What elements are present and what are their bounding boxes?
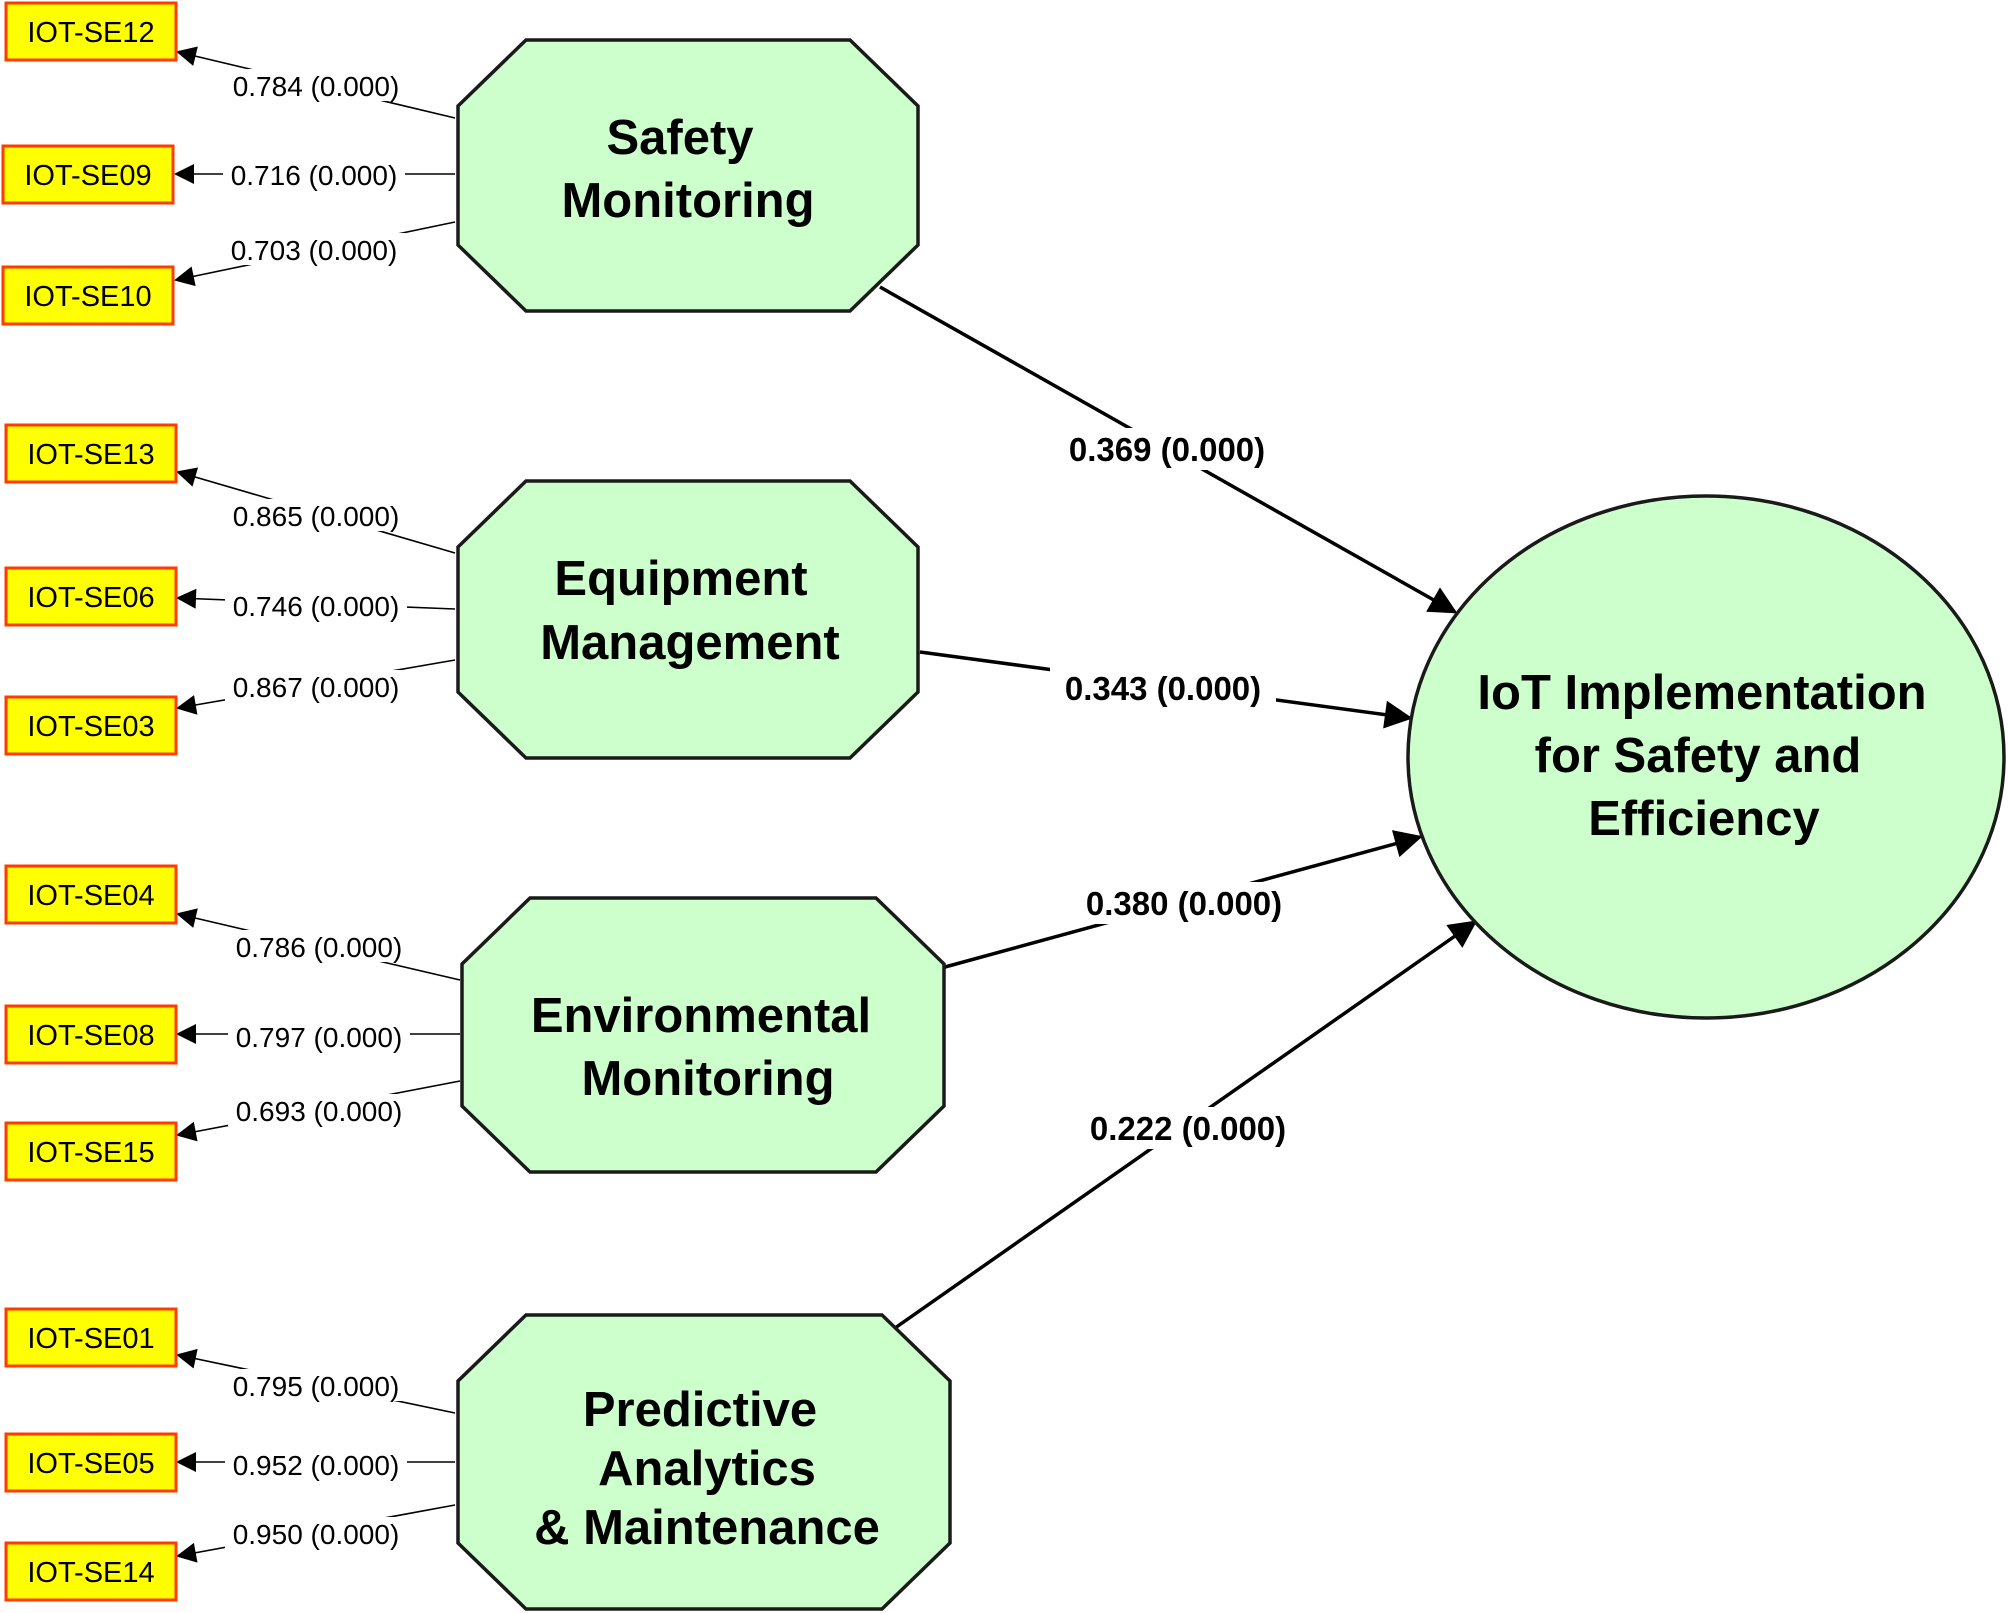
indicator-se15: IOT-SE15 <box>4 1121 178 1182</box>
indicator-se12: IOT-SE12 <box>4 1 178 62</box>
indicator-label: IOT-SE13 <box>27 439 154 471</box>
path-label-predictive: 0.222 (0.000) <box>1090 1110 1286 1147</box>
indicator-label: IOT-SE05 <box>27 1448 154 1480</box>
construct-label-line2: Management <box>540 616 840 670</box>
target-label-line3: Efficiency <box>1588 792 1819 846</box>
path-labels: 0.369 (0.000) 0.343 (0.000) 0.380 (0.000… <box>1050 428 1301 1149</box>
target-construct-iot-implementation: IoT Implementation for Safety and Effici… <box>1406 494 2006 1020</box>
indicator-se04: IOT-SE04 <box>4 864 178 925</box>
indicator-se08: IOT-SE08 <box>4 1004 178 1065</box>
construct-equipment-management: Equipment Management <box>456 479 920 760</box>
target-label-line1: IoT Implementation <box>1477 666 1926 720</box>
loading-label-se03: 0.867 (0.000) <box>233 672 400 703</box>
indicator-label: IOT-SE08 <box>27 1020 154 1052</box>
loading-label-se04: 0.786 (0.000) <box>236 932 403 963</box>
target-label-line2: for Safety and <box>1535 729 1862 783</box>
indicator-label: IOT-SE15 <box>27 1137 154 1169</box>
construct-predictive-analytics: Predictive Analytics & Maintenance <box>456 1313 952 1611</box>
loading-arrows <box>174 46 461 1563</box>
indicator-se05: IOT-SE05 <box>4 1432 178 1493</box>
indicator-label: IOT-SE04 <box>27 880 154 912</box>
loading-label-se06: 0.746 (0.000) <box>233 591 400 622</box>
construct-label-line1: Environmental <box>531 989 871 1043</box>
indicators: IOT-SE12 IOT-SE09 IOT-SE10 IOT-SE13 IOT-… <box>1 1 178 1602</box>
indicator-label: IOT-SE09 <box>24 160 151 192</box>
loading-labels: 0.784 (0.000) 0.716 (0.000) 0.703 (0.000… <box>223 69 410 1550</box>
path-label-equipment: 0.343 (0.000) <box>1065 670 1261 707</box>
indicator-se01: IOT-SE01 <box>4 1307 178 1368</box>
indicator-label: IOT-SE12 <box>27 17 154 49</box>
path-label-environmental: 0.380 (0.000) <box>1086 885 1282 922</box>
construct-label-line1: Predictive <box>583 1383 817 1437</box>
construct-label-line1: Safety <box>606 111 753 165</box>
loading-label-se09: 0.716 (0.000) <box>231 160 398 191</box>
indicator-label: IOT-SE06 <box>27 582 154 614</box>
indicator-label: IOT-SE03 <box>27 711 154 743</box>
path-label-safety: 0.369 (0.000) <box>1069 431 1265 468</box>
indicator-se06: IOT-SE06 <box>4 566 178 627</box>
construct-label-line2: Analytics <box>598 1442 816 1496</box>
construct-safety-monitoring: Safety Monitoring <box>456 38 920 313</box>
indicator-label: IOT-SE10 <box>24 281 151 313</box>
loading-label-se15: 0.693 (0.000) <box>236 1096 403 1127</box>
loading-label-se12: 0.784 (0.000) <box>233 71 400 102</box>
construct-label-line3: & Maintenance <box>534 1501 880 1555</box>
loading-label-se05: 0.952 (0.000) <box>233 1450 400 1481</box>
loading-label-se01: 0.795 (0.000) <box>233 1371 400 1402</box>
loading-label-se13: 0.865 (0.000) <box>233 501 400 532</box>
indicator-label: IOT-SE01 <box>27 1323 154 1355</box>
indicator-label: IOT-SE14 <box>27 1557 154 1589</box>
construct-label-line2: Monitoring <box>581 1052 834 1106</box>
indicator-se13: IOT-SE13 <box>4 423 178 484</box>
loading-label-se14: 0.950 (0.000) <box>233 1519 400 1550</box>
construct-label-line2: Monitoring <box>561 174 814 228</box>
indicator-se09: IOT-SE09 <box>1 144 175 205</box>
loading-label-se08: 0.797 (0.000) <box>236 1022 403 1053</box>
loading-label-se10: 0.703 (0.000) <box>231 235 398 266</box>
indicator-se03: IOT-SE03 <box>4 695 178 756</box>
indicator-se10: IOT-SE10 <box>1 265 175 326</box>
construct-label-line1: Equipment <box>554 552 807 606</box>
construct-environmental-monitoring: Environmental Monitoring <box>460 896 946 1174</box>
indicator-se14: IOT-SE14 <box>4 1541 178 1602</box>
